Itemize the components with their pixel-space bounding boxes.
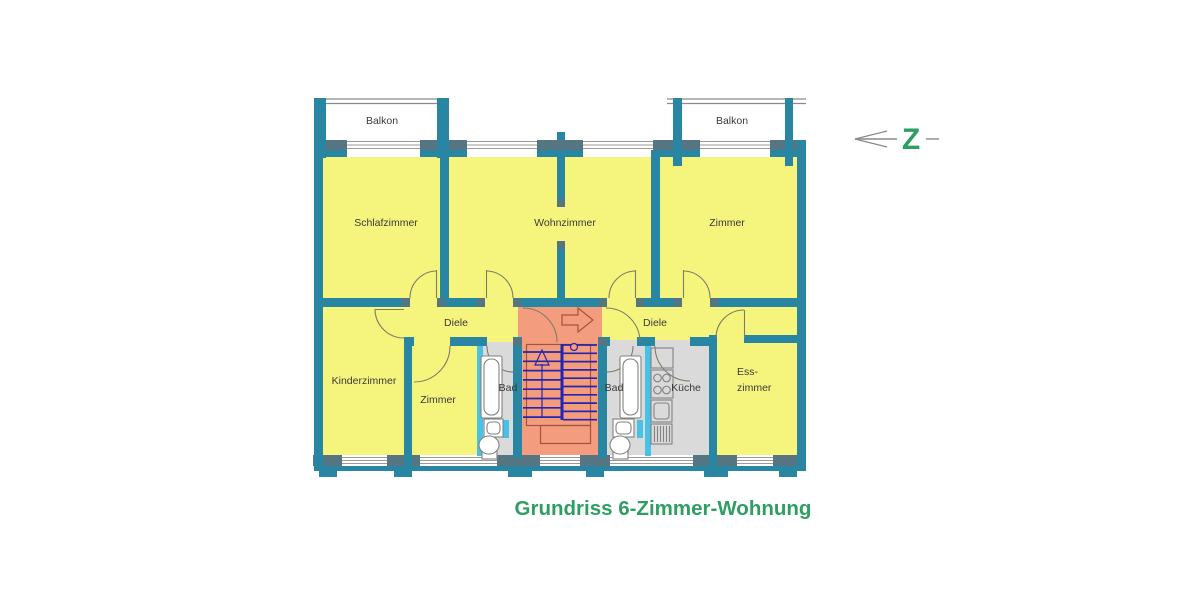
partition-zimmer-bad-left [477,346,483,456]
label-bad-left: Bad [499,382,518,394]
stair-treads-right [563,344,597,421]
light-partitions [477,346,651,456]
room-fill-zimmer-lower [408,342,482,458]
wall-wohnzimmer-stub-top [557,157,565,207]
room-fill-diele-right [602,302,802,340]
door-wohnzimmer-right [608,270,637,299]
balcony-left-wall-east [437,98,449,158]
door-entrance-left [522,307,558,343]
label-balkon-right: Balkon [716,115,748,127]
label-kueche: Küche [671,382,701,394]
wall-schlafzimmer-wohnzimmer [440,150,449,307]
door-zimmer-upper [682,270,711,299]
label-kinderzimmer: Kinderzimmer [332,375,397,387]
wall-wohnzimmer-stub-bottom [557,241,565,307]
label-diele-left: Diele [444,317,468,329]
label-wohnzimmer: Wohnzimmer [534,217,596,229]
room-fill-schlafzimmer [322,150,444,302]
label-esszimmer-line2: zimmer [737,382,772,394]
label-bad-right: Bad [605,382,624,394]
toilet-left [478,435,500,460]
wall-end-caps [402,199,718,346]
room-fills [322,150,802,458]
door-esszimmer [715,309,746,339]
room-fill-kinderzimmer [322,302,408,458]
door-kueche [654,345,691,382]
sink-left [483,418,504,438]
balcony-right-wall-west [673,98,682,166]
facade-top-windows [314,138,806,157]
wall-kinderzimmer-zimmer [404,337,412,467]
room-fill-diele-left [408,302,520,342]
wall-esszimmer-top [744,335,802,343]
room-labels: Balkon Balkon Schlafzimmer Wohnzimmer Zi… [332,115,772,406]
fixtures [478,347,674,460]
wall-kueche-esszimmer [709,335,717,467]
staircase [523,342,597,445]
kitchen-sink [650,399,673,423]
toilet-right [609,435,631,460]
door-zimmer-lower [413,345,451,383]
label-zimmer-upper: Zimmer [709,217,745,229]
room-fill-wohnzimmer [444,150,656,302]
balcony-right [667,98,806,166]
north-letter: Z [902,123,920,156]
bathtub-left [480,355,503,419]
door-kinderzimmer [374,308,405,339]
walls [314,132,806,471]
stair-up-arrow [534,348,550,417]
balcony-right-wall-east [785,98,793,166]
wall-stairwell-west [513,338,522,458]
foundation-tabs [319,471,797,477]
label-schlafzimmer: Schlafzimmer [354,217,418,229]
room-fill-kueche [649,340,713,458]
drainer [650,423,673,445]
sink-right [612,418,635,438]
label-diele-right: Diele [643,317,667,329]
stove [650,369,674,399]
label-zimmer-lower: Zimmer [420,394,456,406]
entrance-arrow-icon [561,306,594,334]
partition-bad-kueche [645,346,651,456]
north-indicator: Z [854,123,939,156]
label-esszimmer-line1: Ess- [737,366,759,378]
door-entrance-right [605,307,641,343]
door-wohnzimmer-left [485,270,514,299]
wall-stairwell-east [598,338,607,458]
kitchen-unit [650,347,674,445]
bathtub-right [619,355,642,419]
room-fill-zimmer-upper [656,150,802,302]
stair-newel-marker [569,342,579,352]
room-fill-esszimmer [713,340,802,458]
page-title: Grundriss 6-Zimmer-Wohnung [515,497,812,520]
label-balkon-left: Balkon [366,115,398,127]
stair-divider [560,344,564,420]
door-schlafzimmer [409,270,438,299]
facade-bottom-windows [313,455,806,477]
wall-wohnzimmer-zimmer [651,150,660,307]
